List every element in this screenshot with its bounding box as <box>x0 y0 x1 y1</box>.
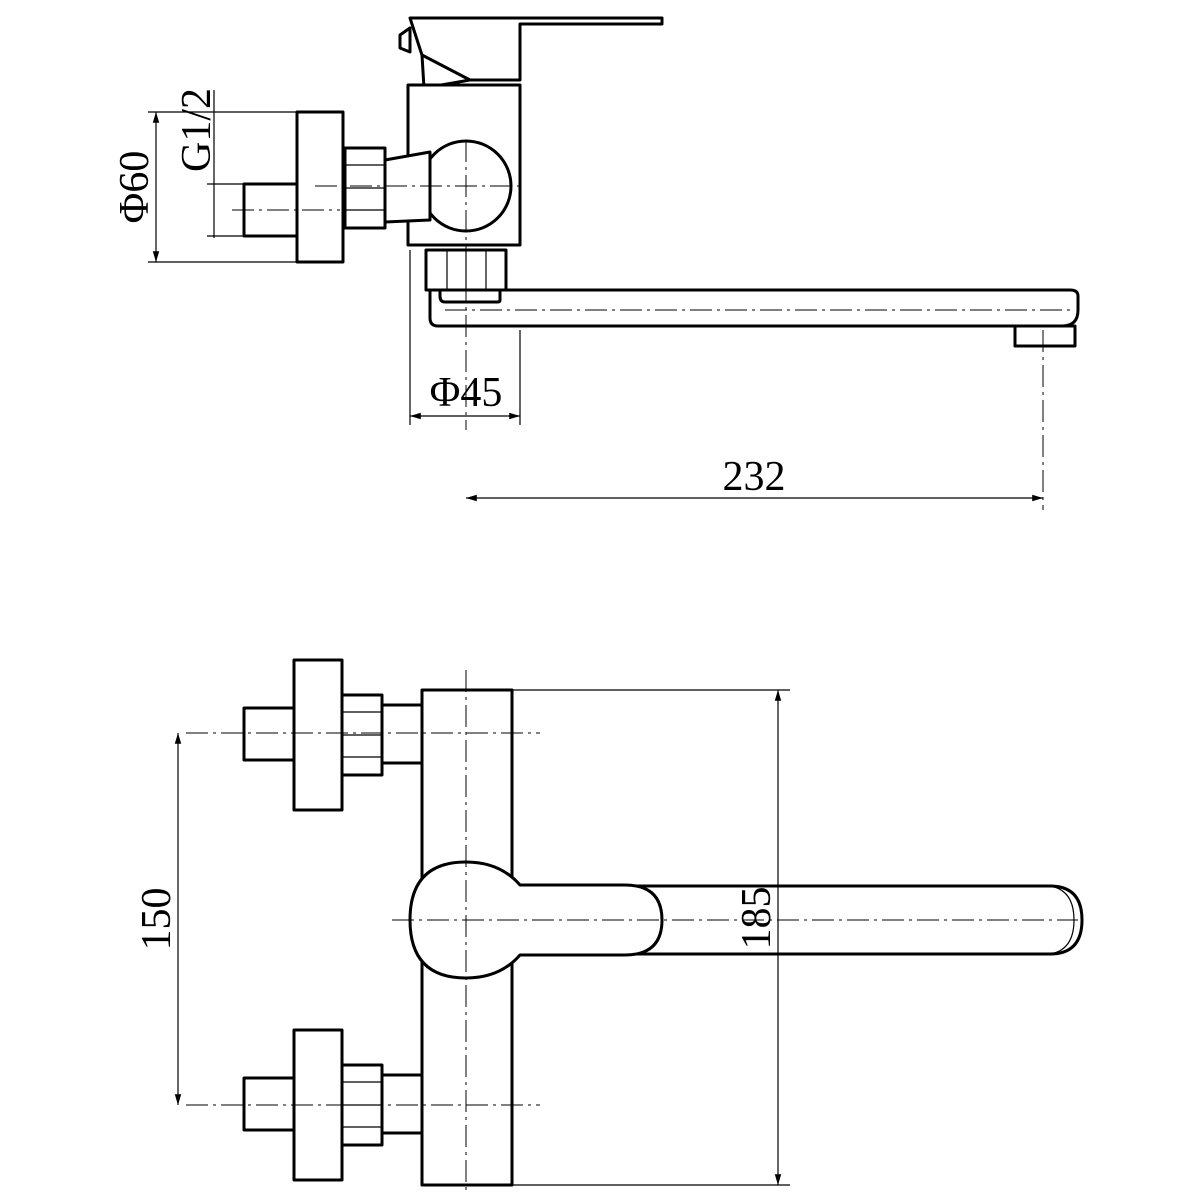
front-upper-inlet <box>242 658 424 812</box>
side-spout <box>428 288 1080 328</box>
dim-spout-nut: Φ45 <box>409 250 521 425</box>
dim-spout-nut-label: Φ45 <box>430 370 503 416</box>
dim-spout-reach: 232 <box>466 454 1043 502</box>
side-hex-nut <box>343 146 387 230</box>
dim-thread-label: G1/2 <box>174 88 220 172</box>
dim-inlet-centers-label: 150 <box>134 888 180 951</box>
dim-body-height-label: 185 <box>734 887 780 950</box>
side-flange <box>295 110 345 264</box>
side-aerator <box>1013 324 1077 348</box>
dim-thread: G1/2 <box>174 88 244 238</box>
dim-inlet-flange: Φ60 <box>112 111 297 263</box>
side-view: Φ60 G1/2 Φ45 232 <box>112 16 1080 510</box>
dim-inlet-centers: 150 <box>134 733 182 1105</box>
dim-inlet-flange-label: Φ60 <box>112 151 158 224</box>
front-view: 150 185 <box>134 658 1084 1195</box>
side-arm <box>383 150 432 224</box>
dim-body-height: 185 <box>512 689 790 1186</box>
side-handle <box>398 16 664 90</box>
dim-spout-reach-label: 232 <box>723 454 786 500</box>
